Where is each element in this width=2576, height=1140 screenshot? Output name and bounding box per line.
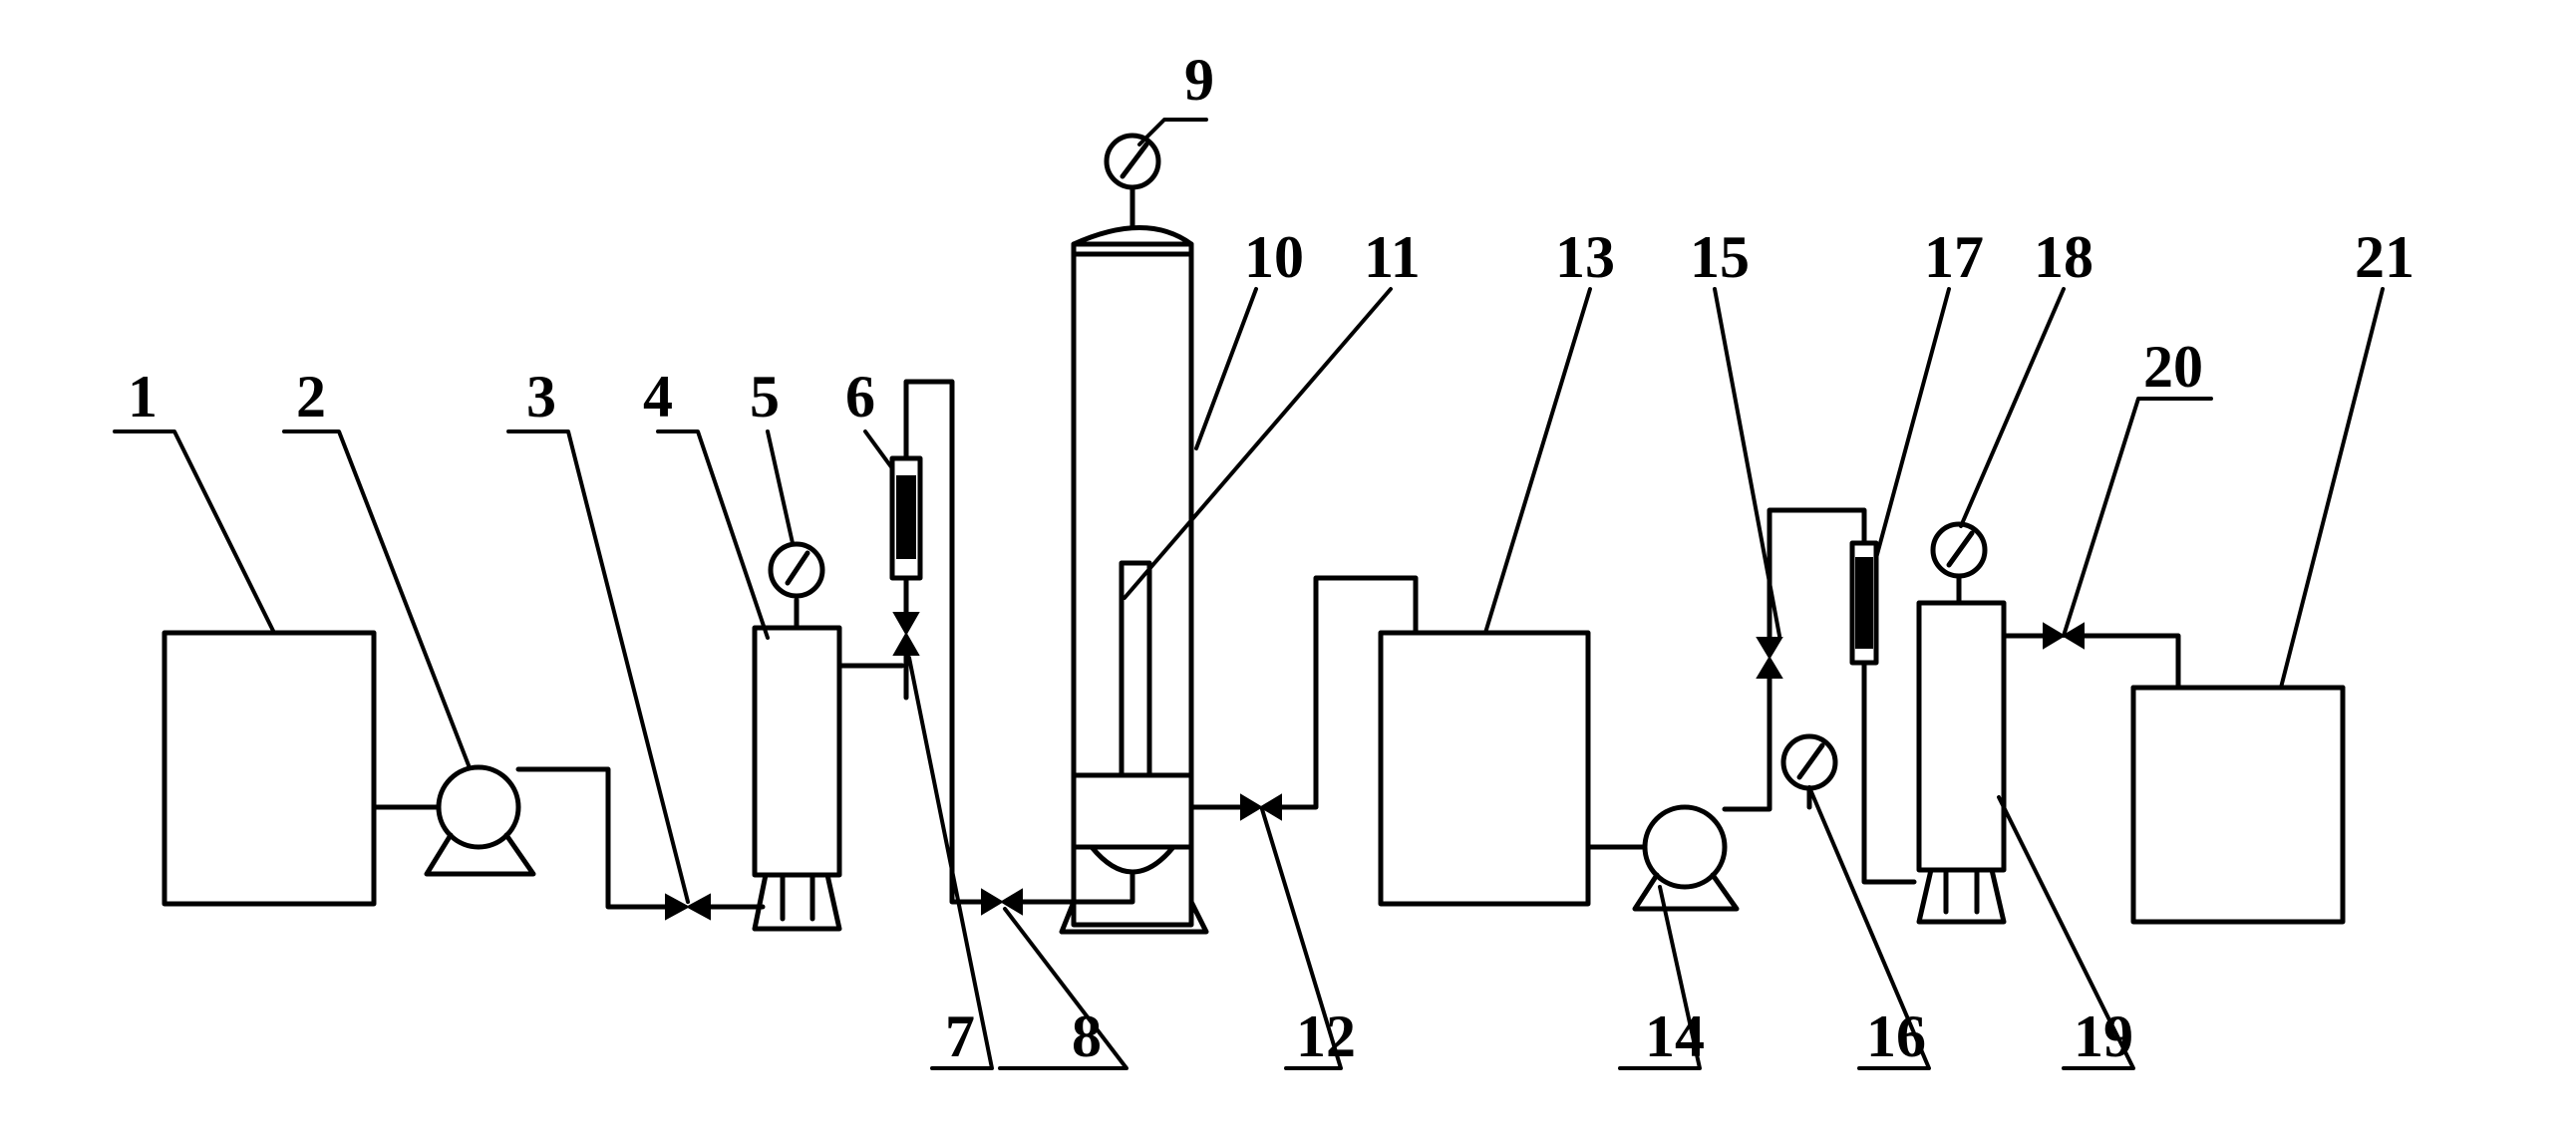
label-14: 14: [1645, 1003, 1705, 1069]
feed-tank-1: [161, 630, 377, 907]
label-2: 2: [296, 364, 326, 429]
pipe-pump14-valve15: [1722, 675, 1772, 812]
valve-8: [981, 888, 1023, 916]
pipe-rotameter-to-column: [903, 379, 985, 905]
label-12: 12: [1296, 1003, 1356, 1069]
label-15: 15: [1690, 224, 1750, 290]
valve-15: [1756, 637, 1783, 679]
label-8: 8: [1072, 1003, 1102, 1069]
valve-7: [892, 612, 920, 701]
label-18: 18: [2034, 224, 2093, 290]
label-1: 1: [128, 364, 158, 429]
label-5: 5: [750, 364, 780, 429]
pipe-pump2-valve3: [515, 766, 681, 910]
label-16: 16: [1866, 1003, 1926, 1069]
label-3: 3: [526, 364, 556, 429]
label-7: 7: [945, 1003, 975, 1069]
reactor-column-10: [1059, 225, 1209, 935]
internal-tube-11: [1119, 560, 1152, 778]
label-10: 10: [1244, 224, 1304, 290]
filter-column-4: [752, 625, 842, 932]
pressure-gauge-9: [1104, 133, 1161, 230]
label-4: 4: [643, 364, 673, 429]
filter-column-19: [1916, 600, 2007, 925]
pressure-gauge-16: [1780, 733, 1838, 810]
label-20: 20: [2143, 334, 2203, 400]
label-13: 13: [1555, 224, 1615, 290]
product-tank-21: [2130, 685, 2346, 925]
label-6: 6: [845, 364, 875, 429]
intermediate-tank-13: [1378, 630, 1591, 907]
label-19: 19: [2074, 1003, 2133, 1069]
pressure-gauge-18: [1930, 521, 1988, 606]
rotameter-6: [889, 455, 923, 616]
pump-2: [424, 764, 536, 877]
label-17: 17: [1924, 224, 1984, 290]
label-9: 9: [1184, 47, 1214, 113]
pressure-gauge-5: [768, 541, 825, 631]
leader-lines: [113, 118, 2385, 1070]
valve-12: [1240, 793, 1282, 821]
pump-14: [1632, 804, 1740, 912]
label-21: 21: [2355, 224, 2415, 290]
component-labels: 1 2 3 4 5 6 7 8 9 10 11 12 13 14 15 16 1…: [128, 47, 2415, 1069]
label-11: 11: [1364, 224, 1421, 290]
rotameter-17: [1849, 540, 1917, 885]
